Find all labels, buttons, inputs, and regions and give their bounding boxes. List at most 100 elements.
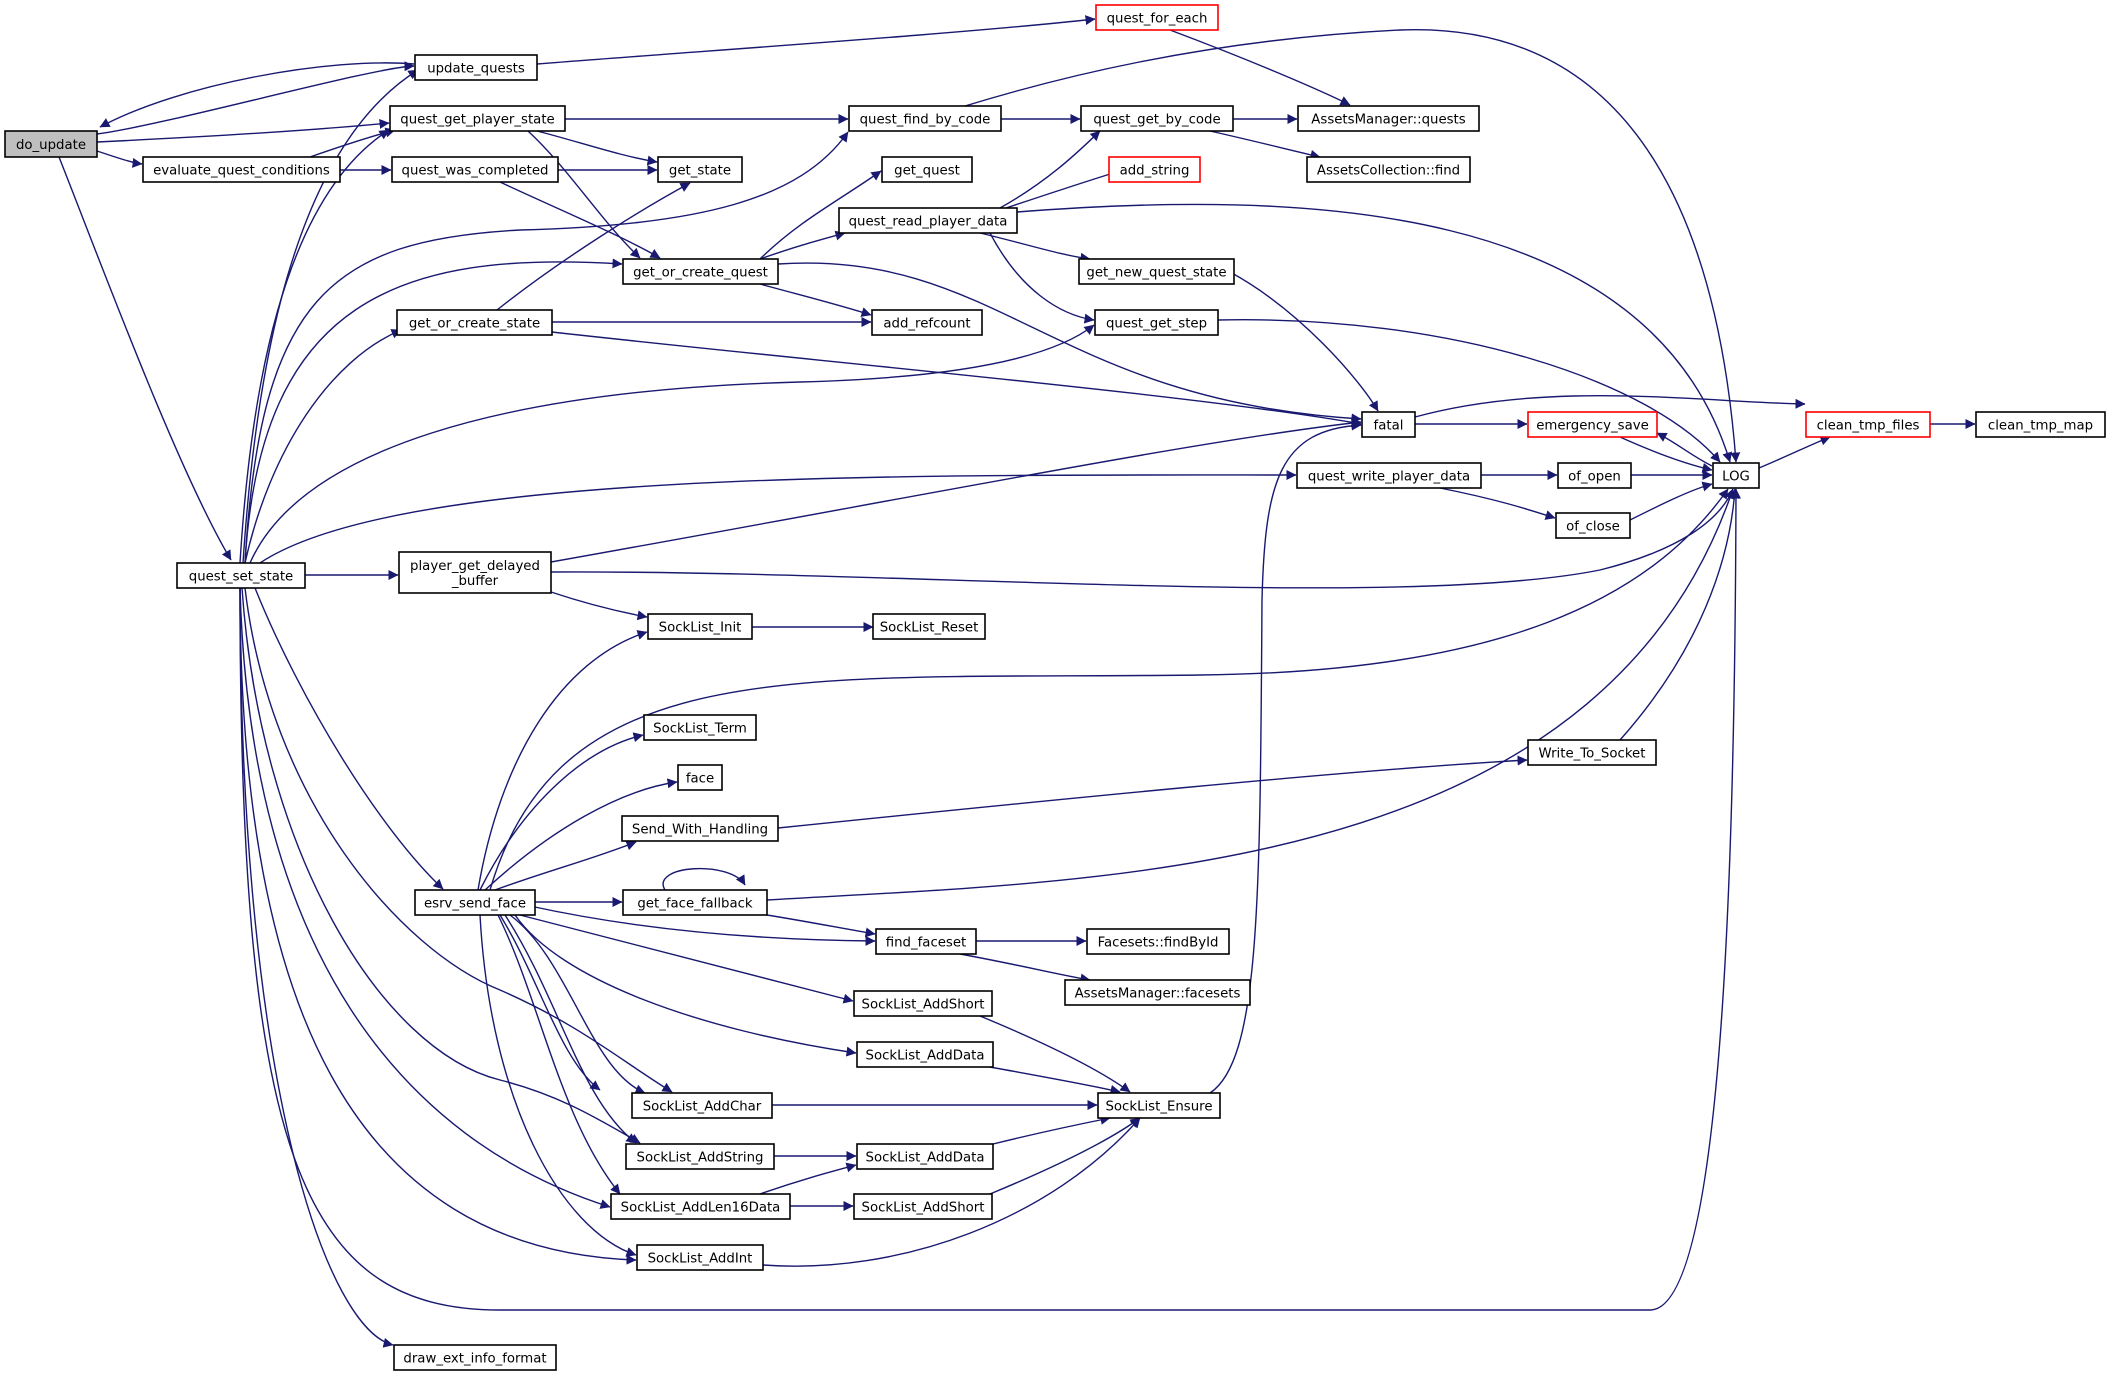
node-update-quests[interactable]: update_quests xyxy=(414,54,538,81)
node-do-update[interactable]: do_update xyxy=(4,130,98,158)
edge-get_face_fallback-to-get_face_fallback xyxy=(662,867,746,891)
edge-find_faceset-to-AssetsManager_facesets xyxy=(959,953,1091,984)
node-socklist-addchar[interactable]: SockList_AddChar xyxy=(631,1092,773,1119)
edge-SockList_Ensure-to-fatal xyxy=(1209,420,1362,1094)
node-quest-write-player-data[interactable]: quest_write_player_data xyxy=(1296,462,1482,489)
edge-do_update-to-update_quests xyxy=(96,61,415,135)
node-assetscollection-find[interactable]: AssetsCollection::find xyxy=(1306,156,1471,183)
edge-esrv_send_face-to-Send_With_Handling xyxy=(494,840,637,891)
node-socklist-adddata-b[interactable]: SockList_AddData xyxy=(856,1143,994,1170)
edge-esrv_send_face-to-SockList_Term xyxy=(479,732,644,891)
node-quest-get-player-state[interactable]: quest_get_player_state xyxy=(389,105,566,132)
node-label: update_quests xyxy=(427,62,525,77)
node-label: clean_tmp_map xyxy=(1988,419,2093,434)
node-get-or-create-state[interactable]: get_or_create_state xyxy=(396,309,553,336)
node-get-quest[interactable]: get_quest xyxy=(881,156,973,183)
edge-update_quests-to-do_update xyxy=(99,62,415,128)
node-label: AssetsManager::quests xyxy=(1311,113,1465,128)
node-socklist-init[interactable]: SockList_Init xyxy=(647,613,753,640)
node-send-with-handling[interactable]: Send_With_Handling xyxy=(621,815,779,842)
edge-esrv_send_face-to-SockList_AddChar xyxy=(499,914,601,1091)
node-of-open[interactable]: of_open xyxy=(1557,462,1632,489)
node-draw-ext-info-format[interactable]: draw_ext_info_format xyxy=(393,1344,557,1371)
node-label: get_state xyxy=(669,164,731,179)
node-label: SockList_AddInt xyxy=(648,1252,753,1267)
node-esrv-send-face[interactable]: esrv_send_face xyxy=(414,889,536,916)
node-socklist-addint[interactable]: SockList_AddInt xyxy=(636,1244,764,1271)
edge-fatal-to-clean_tmp_files xyxy=(1414,394,1806,418)
node-label: SockList_Init xyxy=(659,621,742,636)
node-quest-find-by-code[interactable]: quest_find_by_code xyxy=(848,105,1002,132)
node-label: clean_tmp_files xyxy=(1817,419,1920,434)
node-label: face xyxy=(686,772,714,787)
node-socklist-term[interactable]: SockList_Term xyxy=(643,714,757,741)
node-quest-set-state[interactable]: quest_set_state xyxy=(176,562,306,589)
node-face[interactable]: face xyxy=(677,764,723,791)
edge-player_get_delayed_buffer-to-LOG xyxy=(550,488,1734,589)
node-clean-tmp-files[interactable]: clean_tmp_files xyxy=(1805,411,1931,438)
edge-get_or_create_quest-to-get_quest xyxy=(759,170,882,260)
node-label: SockList_Term xyxy=(653,722,747,737)
node-socklist-addshort-b[interactable]: SockList_AddShort xyxy=(853,1193,993,1220)
node-get-face-fallback[interactable]: get_face_fallback xyxy=(622,889,768,916)
edge-quest_read_player_data-to-add_string xyxy=(999,168,1121,211)
edge-do_update-to-evaluate_quest_conditions xyxy=(96,150,143,168)
edge-get_new_quest_state-to-fatal xyxy=(1229,271,1379,412)
node-add-string[interactable]: add_string xyxy=(1108,156,1201,183)
edge-quest_read_player_data-to-get_new_quest_state xyxy=(979,232,1091,263)
edge-esrv_send_face-to-SockList_AddString xyxy=(504,914,637,1144)
node-label: SockList_AddShort xyxy=(862,1201,985,1216)
node-quest-get-step[interactable]: quest_get_step xyxy=(1094,309,1219,336)
node-label: SockList_Reset xyxy=(880,621,979,636)
edge-do_update-to-quest_set_state xyxy=(58,156,232,561)
node-facesets-findbyid[interactable]: Facesets::findById xyxy=(1086,928,1230,955)
node-get-new-quest-state[interactable]: get_new_quest_state xyxy=(1078,258,1235,285)
node-quest-was-completed[interactable]: quest_was_completed xyxy=(391,156,559,183)
node-label: quest_get_step xyxy=(1106,317,1207,332)
node-of-close[interactable]: of_close xyxy=(1555,512,1631,539)
node-label: Facesets::findById xyxy=(1098,936,1219,951)
edge-emergency_save-to-LOG xyxy=(1619,436,1713,473)
edge-get_or_create_quest-to-fatal xyxy=(777,262,1362,424)
node-label: evaluate_quest_conditions xyxy=(153,164,330,179)
node-socklist-addlen16data[interactable]: SockList_AddLen16Data xyxy=(610,1193,791,1220)
node-log[interactable]: LOG xyxy=(1712,462,1760,489)
node-socklist-ensure[interactable]: SockList_Ensure xyxy=(1097,1092,1221,1119)
edge-quest_set_state-to-get_or_create_state xyxy=(244,329,402,564)
node-label: get_or_create_quest xyxy=(633,266,768,281)
node-fatal[interactable]: fatal xyxy=(1361,411,1416,438)
node-assetsmanager-quests[interactable]: AssetsManager::quests xyxy=(1297,105,1480,132)
edge-quest_find_by_code-to-LOG xyxy=(964,29,1741,463)
node-label: quest_read_player_data xyxy=(849,215,1008,230)
node-socklist-addstring[interactable]: SockList_AddString xyxy=(625,1143,775,1170)
node-get-or-create-quest[interactable]: get_or_create_quest xyxy=(622,258,779,285)
node-label: AssetsCollection::find xyxy=(1317,164,1460,179)
node-evaluate-quest-conditions[interactable]: evaluate_quest_conditions xyxy=(142,156,341,183)
node-player-get-delayed-buffer[interactable]: player_get_delayed_buffer xyxy=(398,551,552,594)
edge-quest_get_by_code-to-AssetsCollection_find xyxy=(1209,130,1321,160)
edge-SockList_AddInt-to-SockList_Ensure xyxy=(762,1117,1141,1267)
node-socklist-adddata-a[interactable]: SockList_AddData xyxy=(856,1041,994,1068)
node-label: quest_was_completed xyxy=(402,164,549,179)
node-get-state[interactable]: get_state xyxy=(657,156,743,183)
node-add-refcount[interactable]: add_refcount xyxy=(871,309,983,336)
node-assetsmanager-facesets[interactable]: AssetsManager::facesets xyxy=(1064,979,1251,1006)
edge-quest_set_state-to-SockList_AddChar xyxy=(244,587,673,1093)
node-label: quest_get_by_code xyxy=(1093,113,1220,128)
edge-quest_set_state-to-draw_ext_info_format xyxy=(239,587,394,1348)
node-quest-for-each[interactable]: quest_for_each xyxy=(1095,4,1219,31)
edge-quest_set_state-to-update_quests xyxy=(242,69,419,564)
edge-quest_set_state-to-SockList_AddLen16Data xyxy=(239,587,611,1209)
node-quest-get-by-code[interactable]: quest_get_by_code xyxy=(1080,105,1234,132)
node-clean-tmp-map[interactable]: clean_tmp_map xyxy=(1975,411,2106,438)
node-write-to-socket[interactable]: Write_To_Socket xyxy=(1527,739,1657,766)
node-socklist-reset[interactable]: SockList_Reset xyxy=(872,613,986,640)
node-label: quest_find_by_code xyxy=(860,113,991,128)
node-emergency-save[interactable]: emergency_save xyxy=(1527,411,1658,438)
node-find-faceset[interactable]: find_faceset xyxy=(875,928,977,955)
node-quest-read-player-data[interactable]: quest_read_player_data xyxy=(838,207,1018,234)
edge-quest_was_completed-to-get_or_create_quest xyxy=(499,181,661,259)
node-label: Send_With_Handling xyxy=(632,823,768,838)
node-socklist-addshort-a[interactable]: SockList_AddShort xyxy=(853,990,993,1017)
edge-player_get_delayed_buffer-to-SockList_Init xyxy=(550,591,648,621)
